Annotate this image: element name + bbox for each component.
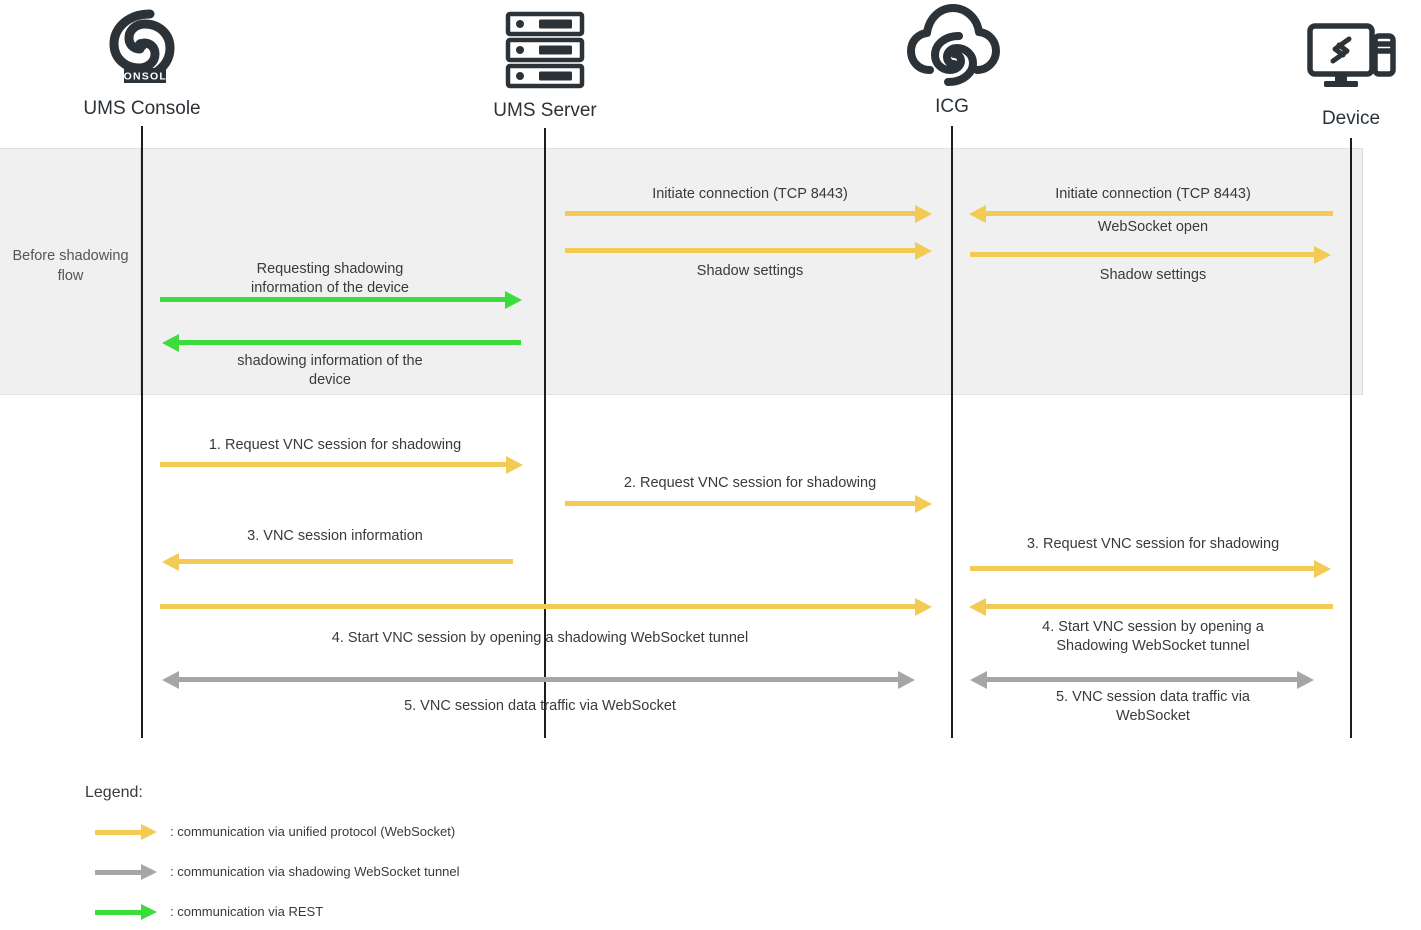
legend-arrowhead-unified-icon — [141, 824, 157, 840]
arrowhead-right-m9 — [915, 495, 932, 513]
message-label-m1: Initiate connection (TCP 8443) — [652, 186, 848, 202]
phase-label-before-shadowing-flow: Before shadowing flow — [12, 248, 129, 284]
message-label-m12: 4. Start VNC session by opening a shadow… — [331, 630, 749, 646]
message-line-m14 — [178, 677, 903, 682]
desktop-computer-icon — [1241, 12, 1421, 104]
message-label-m5: Shadow settings — [1099, 267, 1207, 283]
actor-label-icg: ICG — [935, 96, 969, 117]
actor-label-ums-console: UMS Console — [83, 98, 201, 119]
band-divider-left — [140, 148, 141, 395]
svg-text:CONSOLE: CONSOLE — [115, 71, 175, 83]
message-line-m9 — [565, 501, 920, 506]
legend-title: Legend: — [85, 784, 143, 801]
message-label-m7: shadowing information of the device — [237, 353, 423, 388]
message-line-m2 — [985, 211, 1333, 216]
actor-ums-server: UMS Server — [435, 4, 655, 122]
arrowhead-right-m15 — [1297, 671, 1314, 689]
message-label-m4: Shadow settings — [696, 263, 804, 279]
arrowhead-right-m11 — [1314, 560, 1331, 578]
message-line-m7 — [178, 340, 521, 345]
arrowhead-left-m7 — [162, 334, 179, 352]
arrowhead-left-m10 — [162, 553, 179, 571]
legend-arrow-line-tunnel — [95, 870, 143, 875]
arrowhead-right-m6 — [505, 291, 522, 309]
message-line-m15 — [986, 677, 1301, 682]
message-label-m14: 5. VNC session data traffic via WebSocke… — [404, 698, 676, 714]
message-line-m8 — [160, 462, 511, 467]
legend-arrow-line-rest — [95, 910, 143, 915]
arrowhead-right-m4 — [915, 242, 932, 260]
message-label-m3: WebSocket open — [1097, 219, 1209, 235]
message-label-m10: 3. VNC session information — [247, 528, 423, 544]
legend-arrow-line-unified — [95, 830, 143, 835]
message-label-m9: 2. Request VNC session for shadowing — [623, 475, 877, 491]
arrowhead-left-m14 — [162, 671, 179, 689]
ums-console-logo-icon: CONSOLE — [32, 2, 252, 94]
lifeline-device — [1350, 138, 1352, 738]
message-line-m1 — [565, 211, 920, 216]
arrowhead-left-m15 — [970, 671, 987, 689]
message-label-m8: 1. Request VNC session for shadowing — [208, 437, 462, 453]
message-line-m4 — [565, 248, 920, 253]
message-label-m13: 4. Start VNC session by opening a Shadow… — [1042, 619, 1264, 654]
legend-arrowhead-tunnel-icon — [141, 864, 157, 880]
message-line-m10 — [178, 559, 513, 564]
lifeline-ums-server — [544, 128, 546, 738]
actor-ums-console: CONSOLE UMS Console — [32, 2, 252, 120]
arrowhead-right-m12 — [915, 598, 932, 616]
arrowhead-right-m8 — [506, 456, 523, 474]
legend-label-unified: : communication via unified protocol (We… — [170, 824, 456, 839]
actor-label-device: Device — [1321, 108, 1381, 129]
legend-label-tunnel: : communication via shadowing WebSocket … — [170, 864, 460, 879]
arrowhead-right-m1 — [915, 205, 932, 223]
message-line-m3 — [970, 252, 1318, 257]
legend-label-rest: : communication via REST — [170, 904, 324, 919]
actor-icg: ICG — [842, 0, 1062, 118]
before-shadowing-flow-band — [0, 148, 1363, 395]
actor-device: Device — [1241, 12, 1421, 130]
cloud-gateway-icon — [842, 0, 1062, 92]
message-line-m12 — [160, 604, 920, 609]
arrowhead-left-m13 — [969, 598, 986, 616]
message-label-m6: Requesting shadowing information of the … — [251, 261, 409, 296]
arrowhead-left-m2 — [969, 205, 986, 223]
message-line-m11 — [970, 566, 1318, 571]
lifeline-icg — [951, 126, 953, 738]
band-divider-right — [1362, 148, 1363, 395]
message-line-m6 — [160, 297, 510, 302]
server-rack-icon — [435, 4, 655, 96]
arrowhead-right-m14 — [898, 671, 915, 689]
actor-label-ums-server: UMS Server — [493, 100, 597, 121]
message-label-m2: Initiate connection (TCP 8443) — [1055, 186, 1251, 202]
message-label-m15: 5. VNC session data traffic via WebSocke… — [1056, 689, 1250, 724]
message-label-m11: 3. Request VNC session for shadowing — [1026, 536, 1280, 552]
arrowhead-right-m3 — [1314, 246, 1331, 264]
legend-arrowhead-rest-icon — [141, 904, 157, 920]
lifeline-ums-console — [141, 126, 143, 738]
message-line-m13 — [985, 604, 1333, 609]
